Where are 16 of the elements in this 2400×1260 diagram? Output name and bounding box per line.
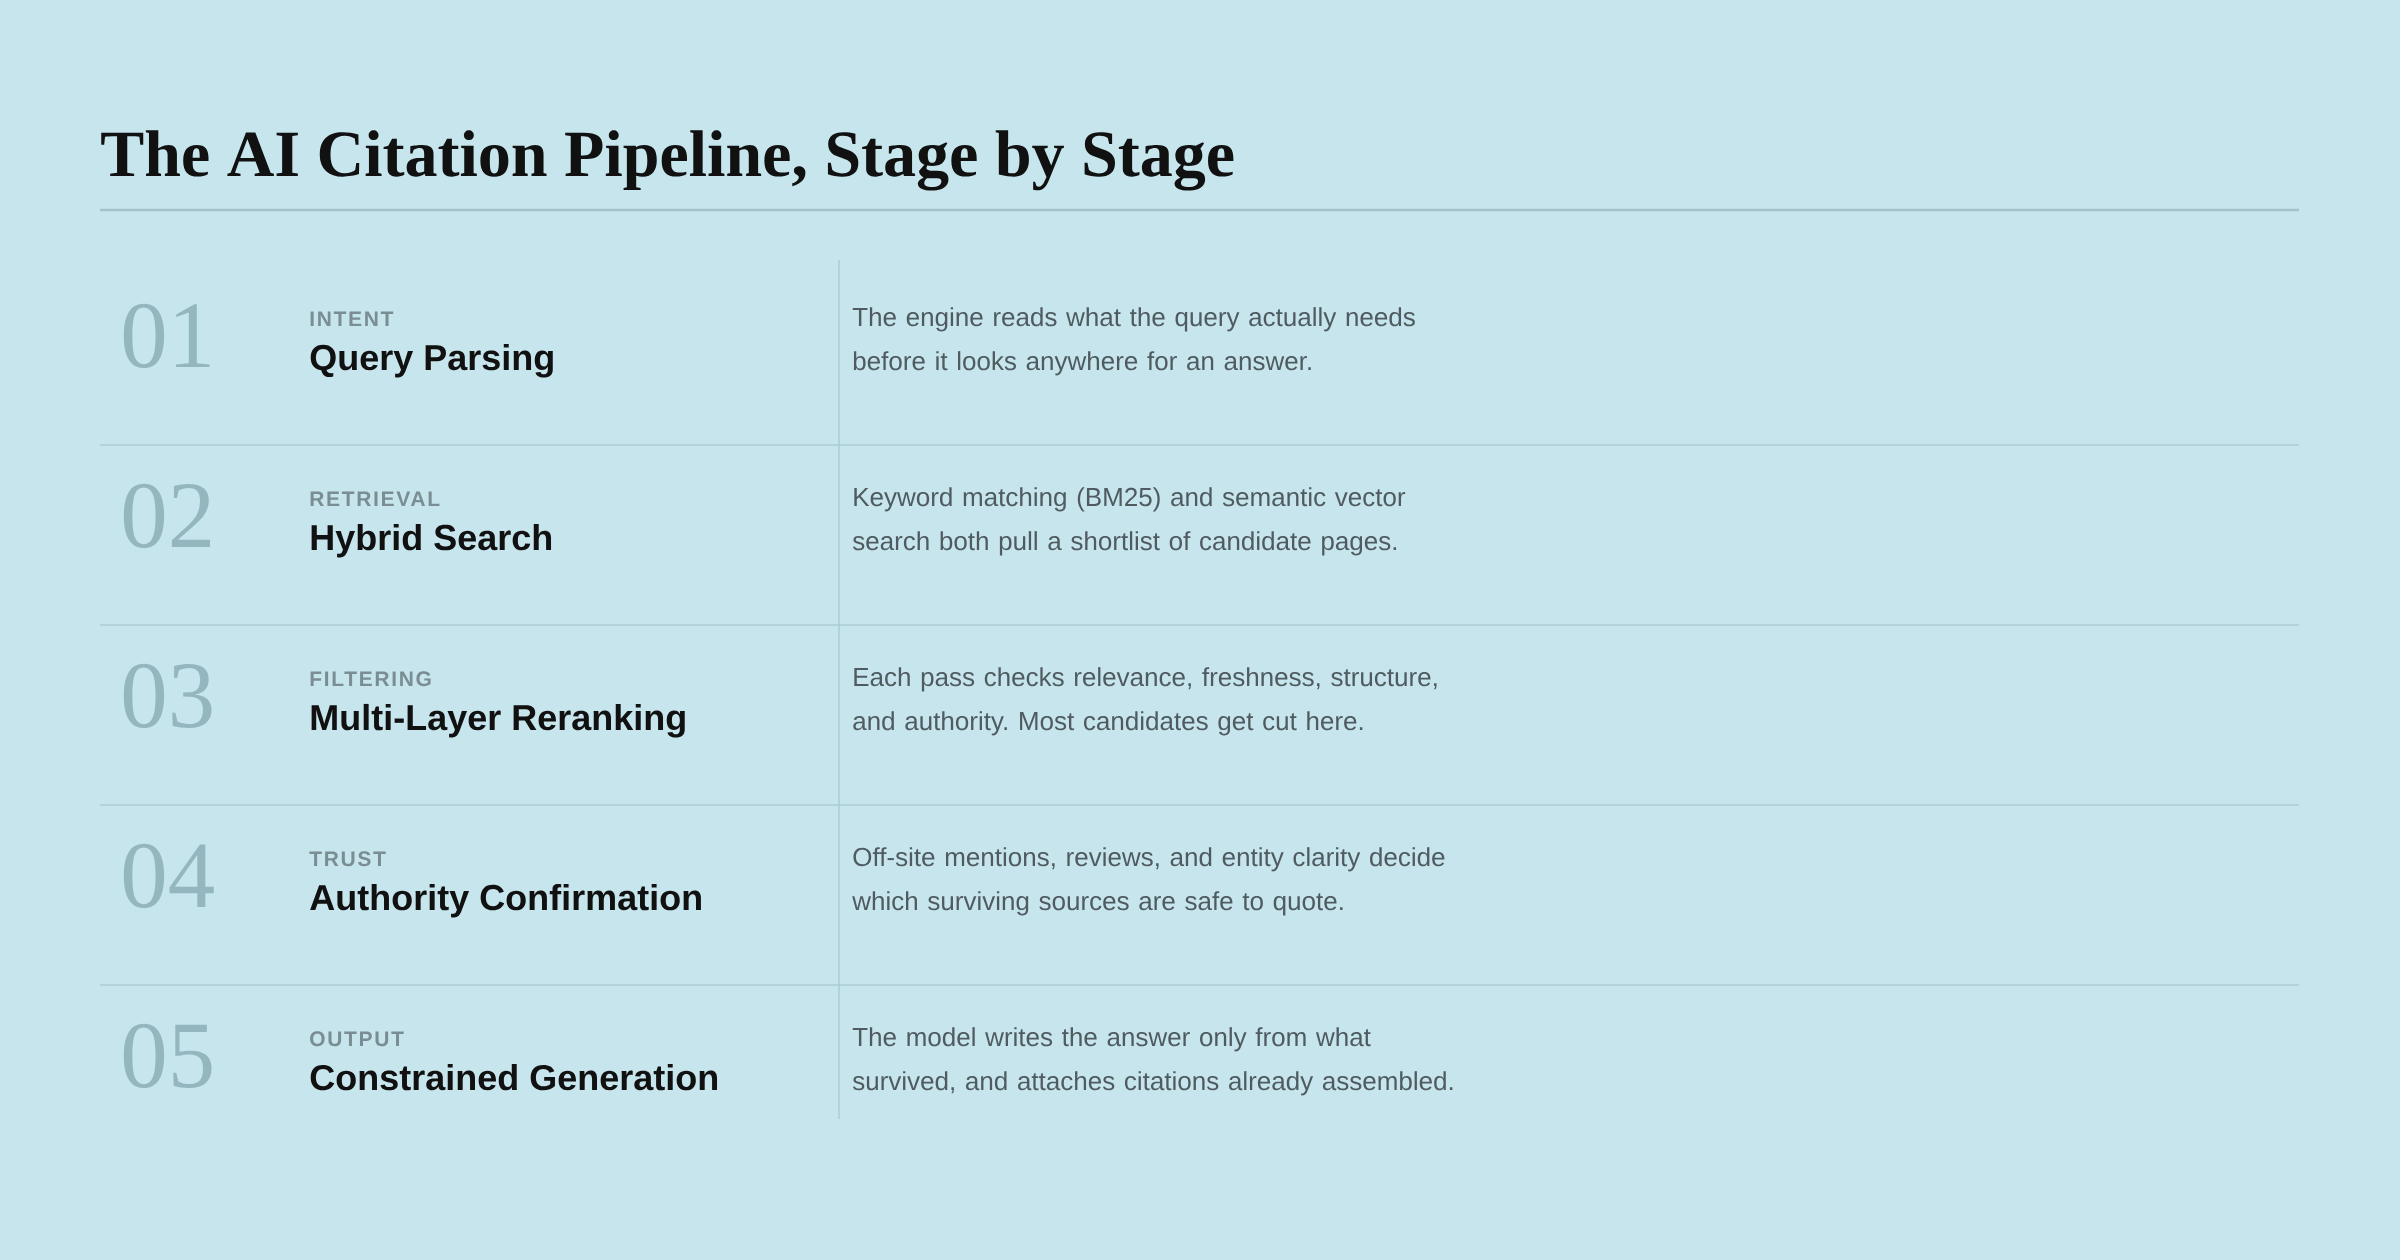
stage-name: Authority Confirmation [310, 883, 701, 918]
category-label: FILTERING [310, 671, 431, 687]
category-label: OUTPUT [310, 1031, 404, 1047]
category-label: INTENT [310, 311, 394, 326]
stage-name: Hybrid Search [311, 523, 551, 558]
category-label: RETRIEVAL [310, 491, 440, 506]
stage-name: Multi-Layer Reranking [311, 703, 685, 738]
category-label: TRUST [309, 851, 386, 867]
description-text: Keyword matching (BM25) and semantic vector search both pull a shortlist of candidate pages. [852, 487, 1406, 556]
description-text: Off-site mentions, reviews, and entity clarity decide which surviving sources are safe to quote. [852, 847, 1445, 916]
description-text: The model writes the answer only from what survived, and attaches citations already assembled. [852, 1027, 1453, 1096]
stage-name: Query Parsing [310, 343, 553, 378]
stage-name: Constrained Generation [310, 1063, 717, 1091]
description-text: The engine reads what the query actually needs before it looks anywhere for an answer. [852, 307, 1415, 376]
description-text: Each pass checks relevance, freshness, structure, and authority. Most candidates get cut here. [853, 667, 1437, 736]
title: The AI Citation Pipeline, Stage by Stage [101, 130, 1234, 191]
